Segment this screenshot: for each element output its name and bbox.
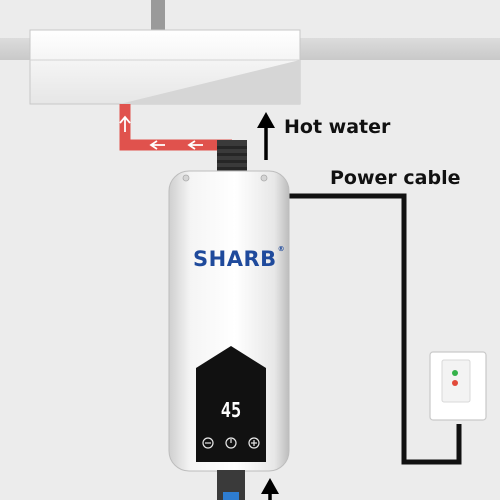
mount-screw-icon (260, 174, 268, 182)
hot-water-pipe (119, 104, 232, 151)
registered-mark: ® (277, 245, 286, 253)
water-heater (168, 170, 290, 472)
brand-name: SHARB (193, 247, 277, 271)
hot-water-outlet-fitting (217, 140, 247, 176)
flow-arrow-left-icon (149, 140, 165, 150)
sink-basin (29, 29, 301, 105)
control-panel (196, 346, 266, 462)
flow-arrow-left-icon (187, 140, 203, 150)
minus-icon[interactable] (202, 437, 214, 449)
hot-water-arrow-icon (257, 112, 275, 160)
outlet-green-led-icon (452, 370, 458, 376)
cold-water-inlet-fitting (217, 470, 245, 500)
brand-logo: SHARB® (193, 245, 286, 271)
hot-water-label: Hot water (284, 116, 391, 138)
temperature-display: 45 (220, 399, 242, 423)
plus-icon[interactable] (248, 437, 260, 449)
flow-arrow-up-icon (119, 115, 131, 132)
cold-water-arrow-icon (261, 478, 279, 500)
power-icon[interactable] (225, 437, 237, 449)
faucet-stem (151, 0, 165, 30)
outlet-red-led-icon (452, 380, 458, 386)
wall-outlet (429, 351, 487, 421)
mount-screw-icon (182, 174, 190, 182)
power-cable-label: Power cable (330, 167, 461, 189)
power-cable (283, 193, 462, 465)
